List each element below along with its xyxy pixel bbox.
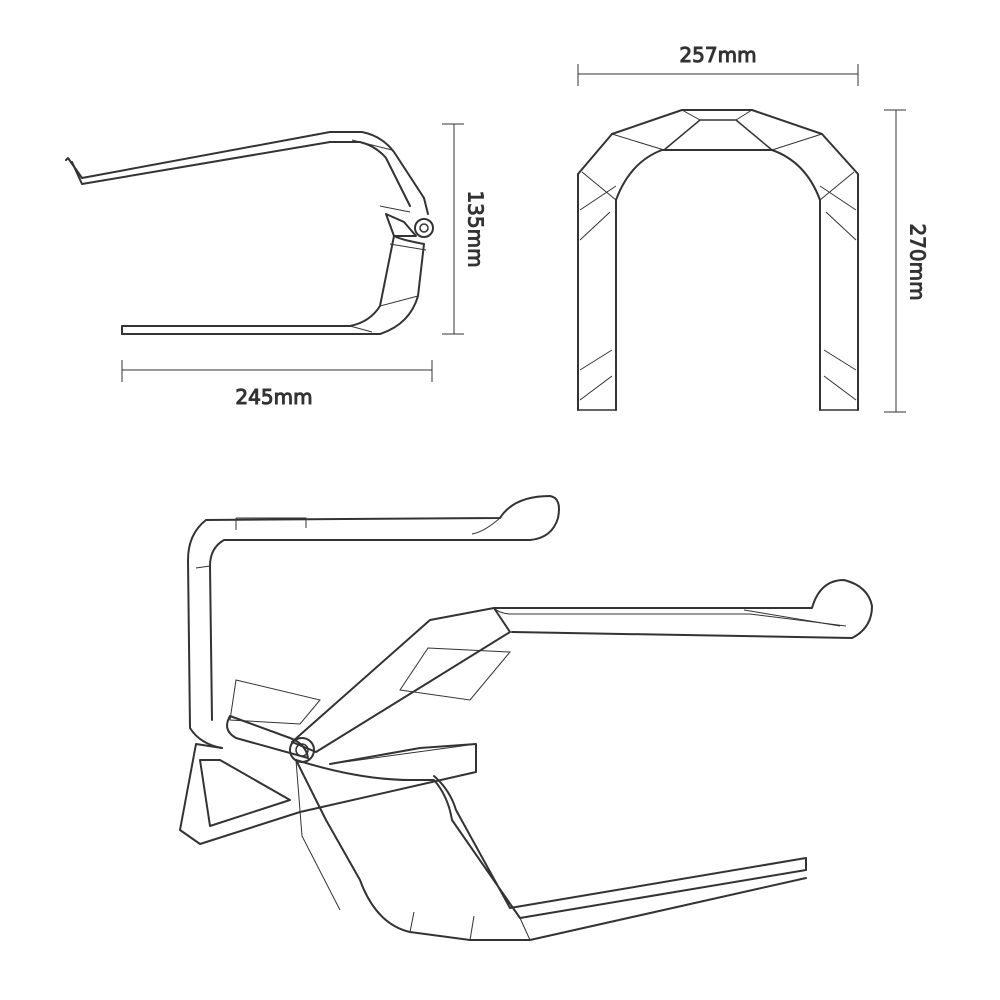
front-view: 257mm 270mm bbox=[577, 43, 930, 413]
isometric-view bbox=[179, 495, 873, 941]
side-width-label: 245mm bbox=[235, 385, 312, 409]
front-width-label: 257mm bbox=[679, 43, 756, 67]
side-view: 135mm 245mm bbox=[65, 123, 488, 410]
side-height-label: 135mm bbox=[464, 190, 488, 267]
front-height-label: 270mm bbox=[906, 223, 930, 300]
